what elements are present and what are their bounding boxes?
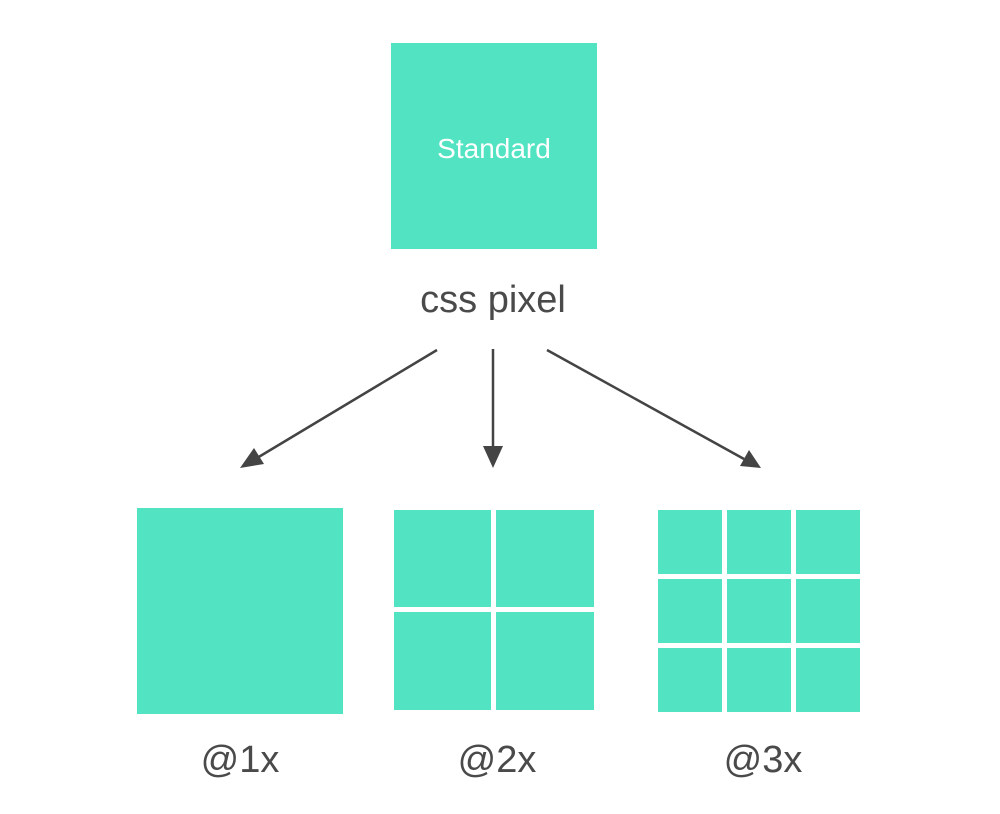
pixel-cell (727, 579, 791, 643)
pixel-cell (658, 579, 722, 643)
pixel-cell (727, 510, 791, 574)
pixel-cell (496, 510, 594, 607)
standard-pixel-square (391, 43, 597, 249)
pixel-cell (796, 648, 860, 712)
label-1x: @1x (200, 739, 280, 781)
arrow-to-1x (240, 348, 438, 468)
arrow-to-2x (483, 349, 503, 468)
pixel-cell (727, 648, 791, 712)
pixel-cell (658, 648, 722, 712)
arrow-to-3x (546, 348, 761, 468)
label-3x: @3x (723, 739, 803, 781)
css-pixel-caption: css pixel (420, 279, 566, 321)
pixel-cell (796, 579, 860, 643)
pixel-cell (394, 510, 491, 607)
standard-label: Standard (437, 133, 551, 164)
label-2x: @2x (457, 739, 537, 781)
pixel-cell (658, 510, 722, 574)
pixel-cell (796, 510, 860, 574)
pixel-cell (394, 612, 491, 710)
pixel-cell (137, 508, 343, 714)
pixel-cell (496, 612, 594, 710)
